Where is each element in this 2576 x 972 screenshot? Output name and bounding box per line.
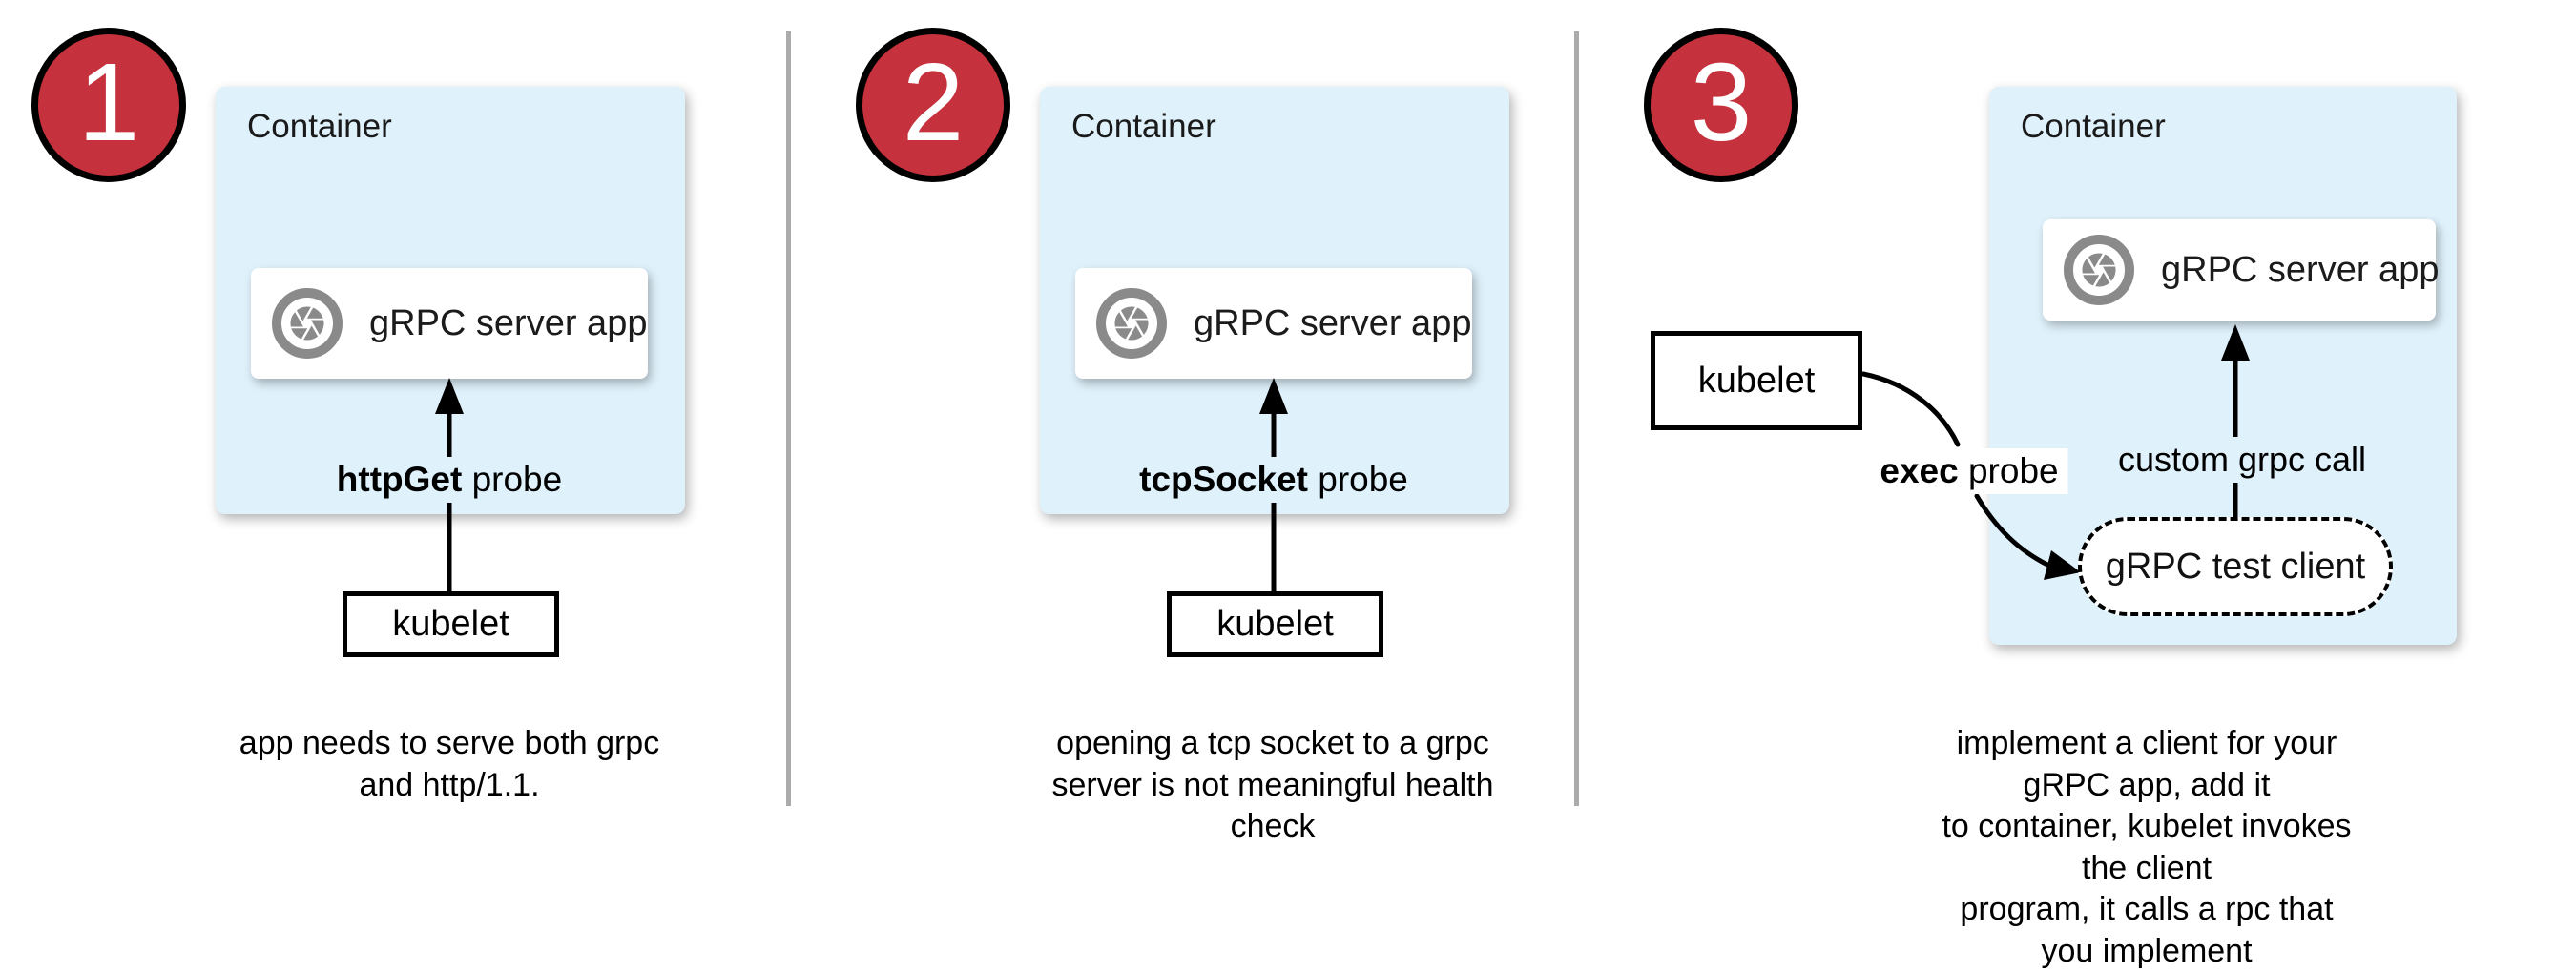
probe-word-2: probe — [1307, 460, 1408, 499]
grpc-server-app-card-3: gRPC server app — [2043, 219, 2440, 321]
kubelet-box-2: kubelet — [1167, 591, 1383, 657]
aperture-icon — [1096, 288, 1167, 359]
probe-type-2: tcpSocket — [1139, 460, 1308, 499]
grpc-server-app-card-2: gRPC server app — [1075, 268, 1472, 379]
step-2-badge: 2 — [856, 28, 1010, 182]
kubelet-label-2: kubelet — [1216, 604, 1334, 644]
step-1-number: 1 — [77, 40, 140, 164]
probe-label-2: tcpSocket probe — [1130, 457, 1418, 503]
container-label-3: Container — [2021, 108, 2166, 145]
kubelet-box-1: kubelet — [343, 591, 559, 657]
step-2-number: 2 — [902, 40, 965, 164]
aperture-icon — [2064, 235, 2134, 305]
probe-type-3: exec — [1880, 451, 1959, 490]
kubelet-label-3: kubelet — [1697, 360, 1816, 401]
probe-label-3: exec probe — [1870, 448, 2068, 494]
grpc-server-app-label-1: gRPC server app — [369, 302, 648, 343]
step-3-badge: 3 — [1644, 28, 1798, 182]
probe-label-1: httpGet probe — [326, 457, 572, 503]
divider-2 — [1574, 31, 1579, 806]
probe-word-1: probe — [462, 460, 563, 499]
caption-2: opening a tcp socket to a grpc server is… — [1051, 725, 1494, 845]
aperture-icon — [272, 288, 343, 359]
grpc-server-app-label-2: gRPC server app — [1194, 302, 1472, 343]
kubelet-label-1: kubelet — [392, 604, 509, 644]
grpc-test-client-label: gRPC test client — [2105, 546, 2366, 587]
exec-probe-curve-upper — [1860, 371, 1961, 447]
grpc-server-app-card-1: gRPC server app — [251, 268, 648, 379]
divider-1 — [786, 31, 791, 806]
probe-type-1: httpGet — [336, 460, 463, 499]
grpc-test-client: gRPC test client — [2078, 517, 2393, 616]
container-label-1: Container — [247, 108, 392, 145]
custom-grpc-call-label: custom grpc call — [2108, 437, 2377, 483]
probe-word-3: probe — [1958, 451, 2059, 490]
step-1-badge: 1 — [31, 28, 186, 182]
container-label-2: Container — [1071, 108, 1216, 145]
grpc-server-app-label-3: gRPC server app — [2161, 249, 2440, 290]
caption-3: implement a client for your gRPC app, ad… — [1942, 725, 2352, 969]
step-3-number: 3 — [1690, 40, 1753, 164]
kubelet-box-3: kubelet — [1651, 331, 1862, 430]
caption-1: app needs to serve both grpc and http/1.… — [239, 725, 660, 803]
